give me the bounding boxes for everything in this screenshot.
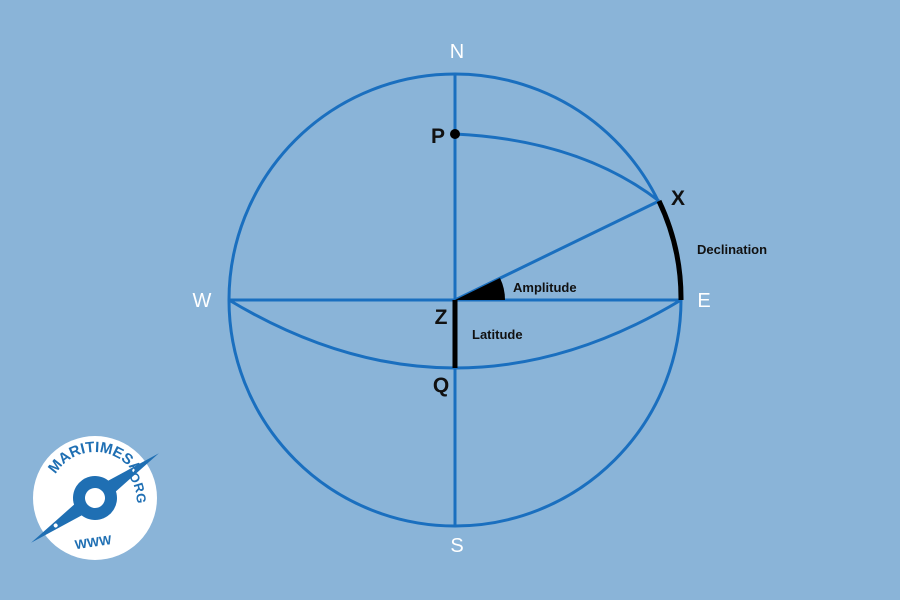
amplitude-label: Amplitude bbox=[513, 280, 577, 295]
west-label: W bbox=[193, 290, 212, 312]
maritimesa-logo: MARITIMESA ORG WWW bbox=[31, 436, 159, 560]
logo-bottom-text: WWW bbox=[74, 532, 113, 552]
amplitude-angle-wedge bbox=[455, 278, 506, 300]
pole-label: P bbox=[431, 125, 445, 148]
declination-label: Declination bbox=[697, 242, 767, 257]
hour-circle-arc bbox=[454, 132, 660, 203]
pole-point-dot bbox=[450, 129, 460, 139]
latitude-label: Latitude bbox=[472, 327, 523, 342]
north-label: N bbox=[450, 41, 464, 63]
body-label: X bbox=[671, 187, 685, 210]
compass-needle-icon bbox=[31, 453, 159, 543]
zenith-label: Z bbox=[435, 306, 448, 329]
declination-arc bbox=[656, 199, 684, 301]
south-label: S bbox=[450, 535, 463, 557]
east-label: E bbox=[697, 290, 710, 312]
equator-point-label: Q bbox=[433, 374, 449, 397]
